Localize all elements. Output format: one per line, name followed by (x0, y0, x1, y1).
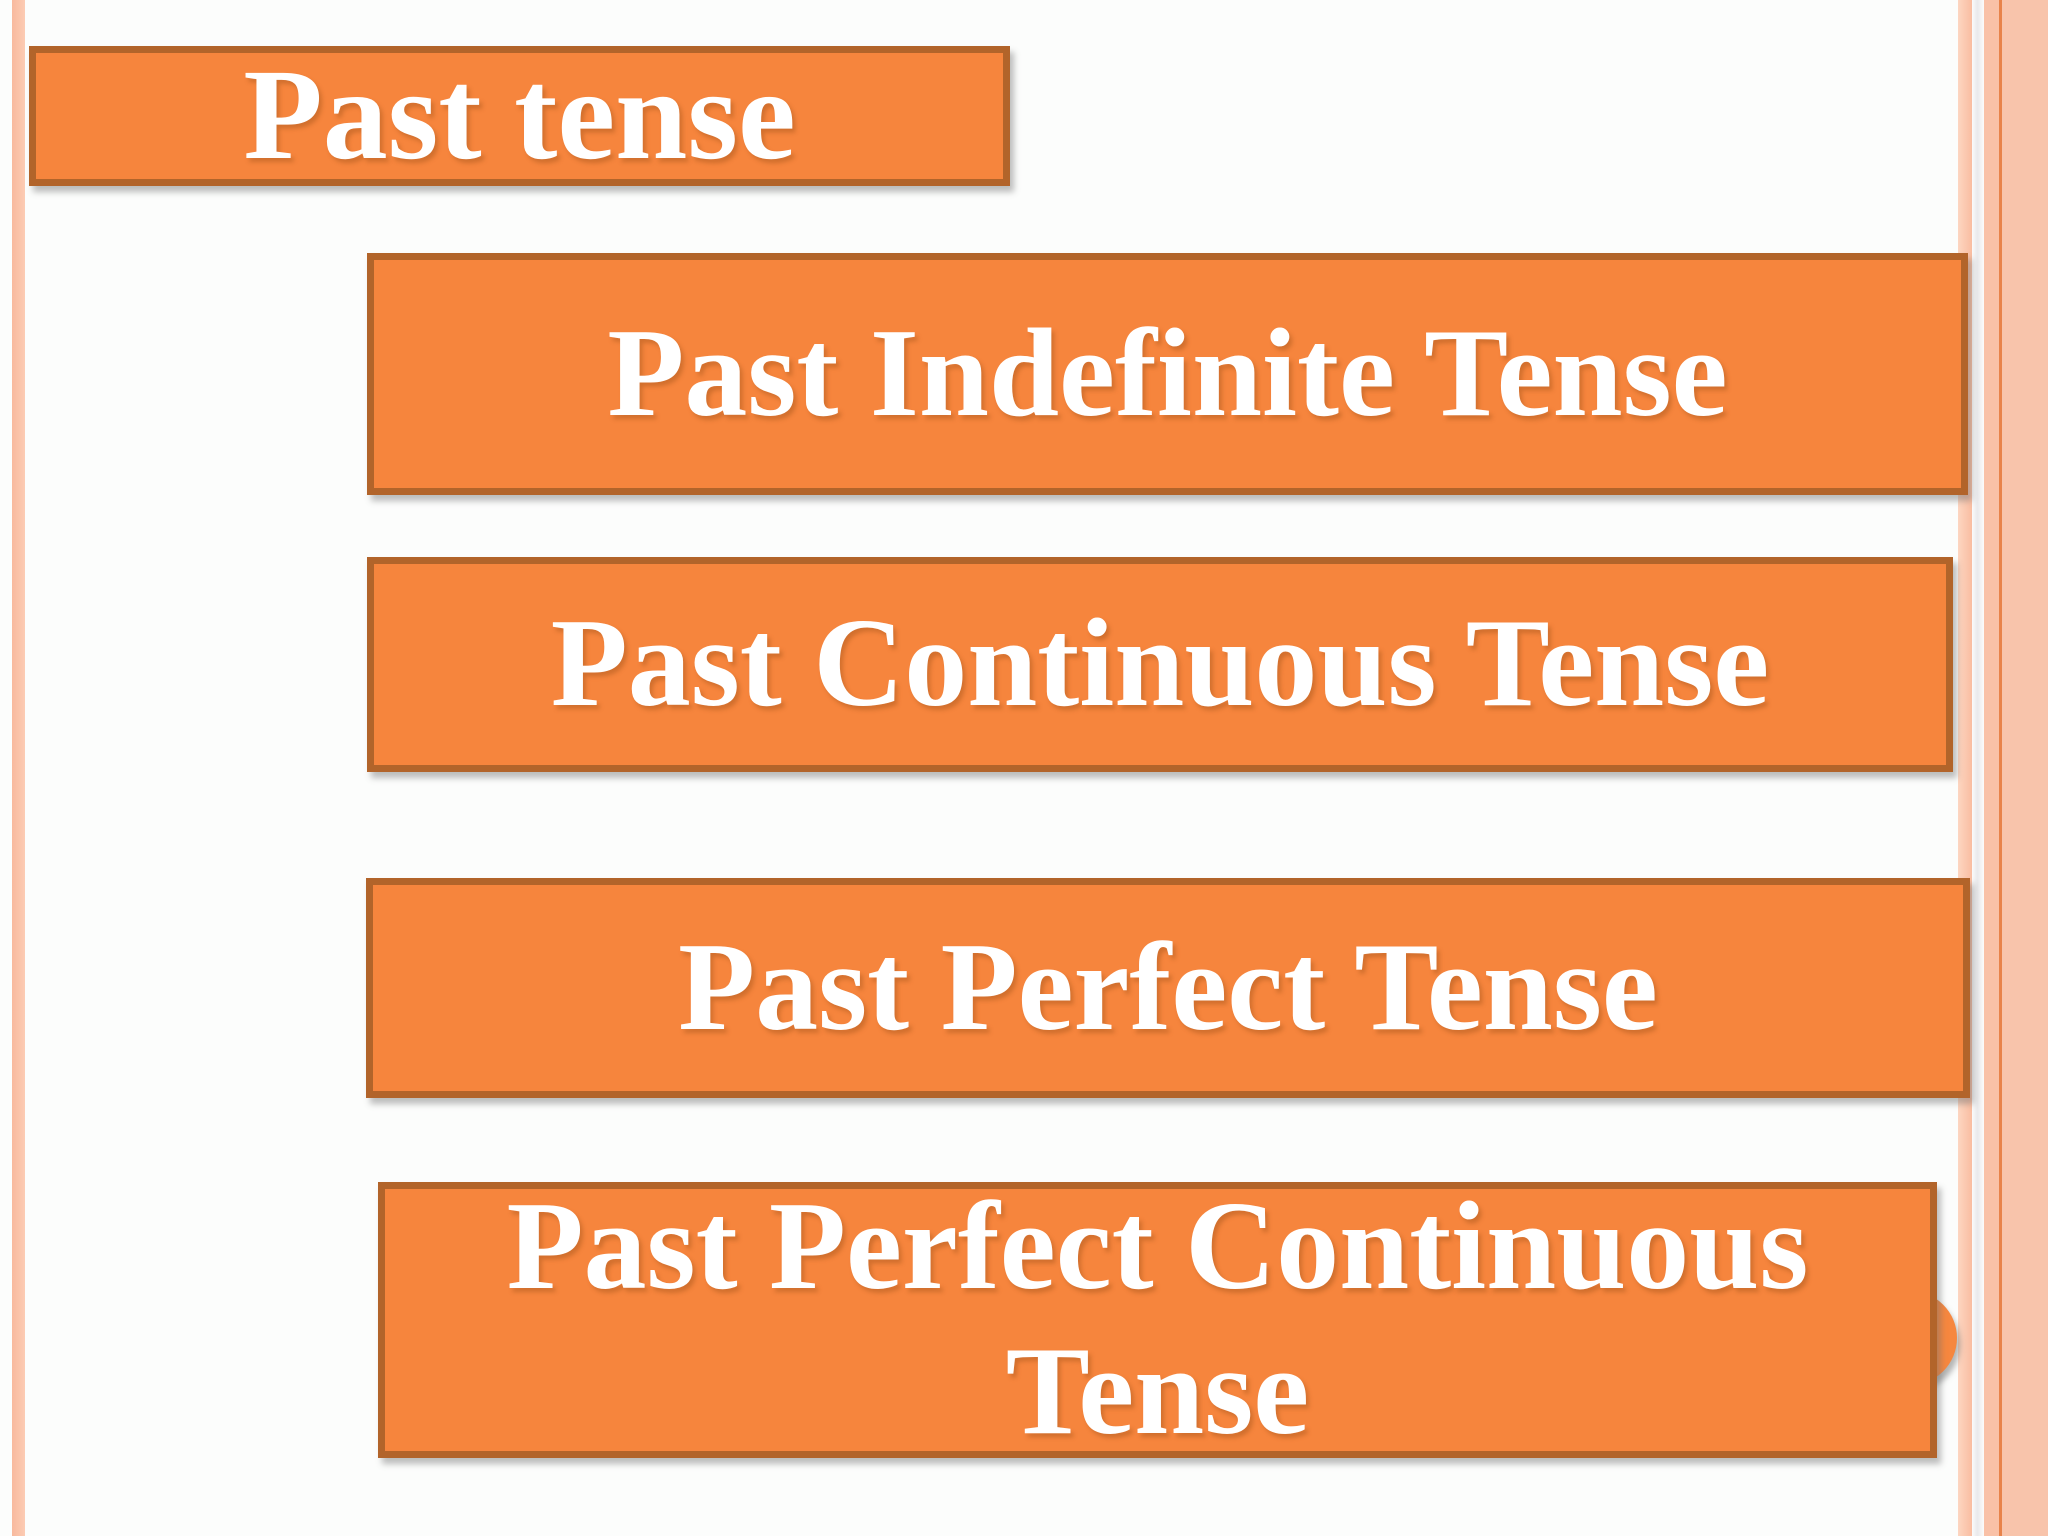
tense-box-past-continuous: Past Continuous Tense (367, 557, 1953, 772)
tense-box-label: Past Perfect Continuous Tense (506, 1177, 1809, 1461)
right-accent-stripe-outer (2002, 0, 2048, 1536)
tense-box-label: Past Perfect Tense (678, 917, 1658, 1057)
tense-box-label: Past Indefinite Tense (607, 303, 1728, 443)
tense-box-past-perfect-continuous: Past Perfect Continuous Tense (378, 1177, 1937, 1461)
tense-box-past-perfect: Past Perfect Tense (366, 878, 1970, 1098)
tense-box-past-indefinite: Past Indefinite Tense (367, 253, 1968, 495)
right-accent-line (1999, 0, 2002, 1536)
slide-title-box: Past tense (29, 43, 1010, 187)
right-accent-stripe-middle (1984, 0, 1999, 1536)
tense-box-label: Past Continuous Tense (550, 594, 1770, 734)
right-accent-stripe-inner (1958, 0, 1972, 1536)
right-accent-gap (1972, 0, 1984, 1536)
left-accent-stripe (12, 0, 25, 1536)
slide-title-label: Past tense (243, 43, 796, 188)
